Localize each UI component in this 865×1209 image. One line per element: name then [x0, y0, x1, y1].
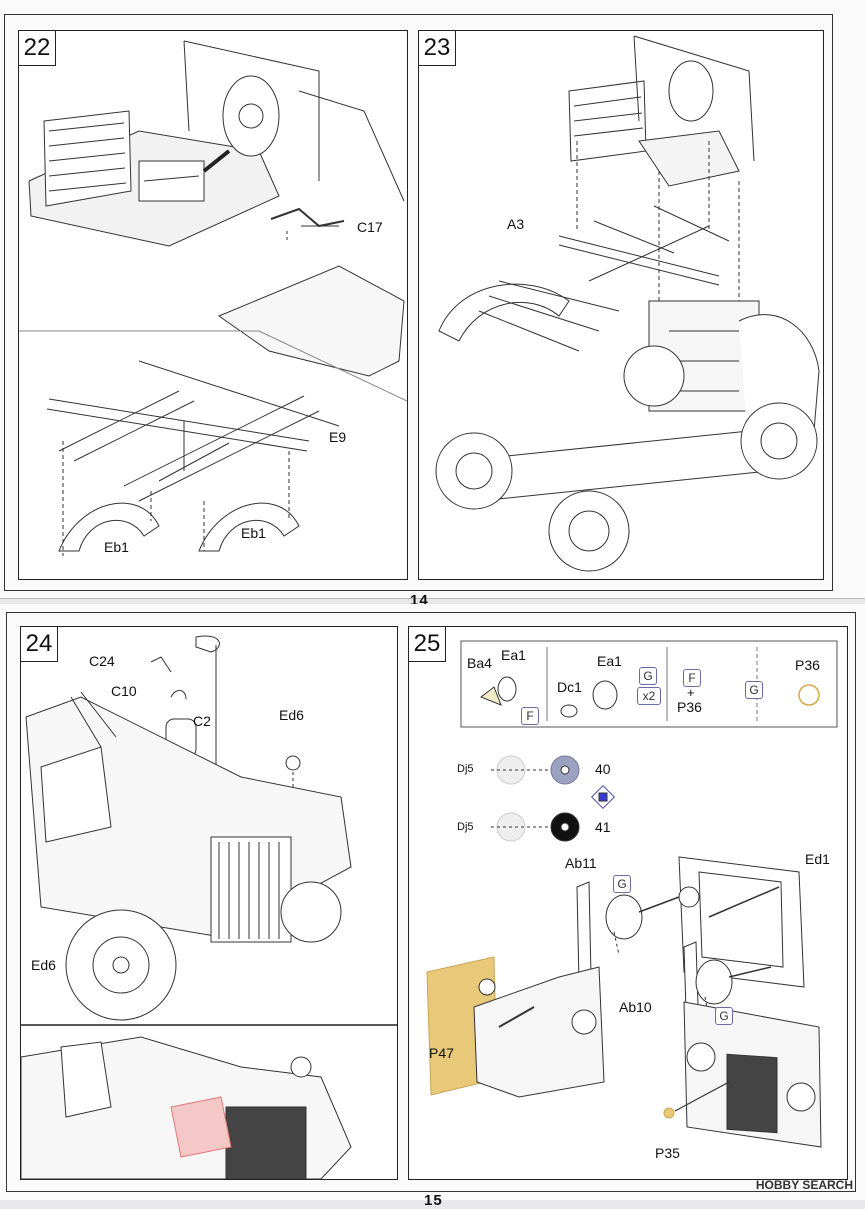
part-label-ed6: Ed6 [31, 957, 56, 973]
step-22-drawing [19, 40, 407, 556]
part-label-ab10: Ab10 [619, 999, 652, 1015]
paint-key-f: F [683, 669, 701, 687]
part-label-dc1: Dc1 [557, 679, 582, 695]
part-label-a3: A3 [507, 216, 525, 232]
color-number-41: 41 [595, 819, 611, 835]
page-top: 22 [0, 0, 865, 609]
plus-sign: + [687, 685, 695, 700]
part-label-p36: P36 [795, 657, 820, 673]
part-label-ed1: Ed1 [805, 851, 830, 867]
part-label-c10: C10 [111, 683, 137, 699]
color-number-40: 40 [595, 761, 611, 777]
paint-key-g: G [745, 681, 763, 699]
page-frame [6, 612, 856, 1192]
watermark: HOBBY SEARCH [755, 1178, 853, 1192]
part-label-c17: C17 [357, 219, 383, 235]
part-label-eb1: Eb1 [104, 539, 129, 555]
page-number: 15 [424, 1192, 443, 1209]
step-24-drawing [21, 635, 397, 1179]
page-frame [4, 14, 833, 591]
part-label-c2: C2 [193, 713, 211, 729]
part-label-c24: C24 [89, 653, 115, 669]
quantity-key-x2: x2 [637, 687, 661, 705]
step-25-drawing [426, 640, 838, 1148]
paint-key-g: G [613, 875, 631, 893]
part-label-eb1: Eb1 [241, 525, 266, 541]
part-label-ea1: Ea1 [597, 653, 622, 669]
part-label-ed6: Ed6 [279, 707, 304, 723]
part-label-ea1: Ea1 [501, 647, 526, 663]
step-23-drawing [435, 35, 820, 572]
paint-key-g: G [639, 667, 657, 685]
step-number: 25 [409, 627, 446, 662]
paint-key-f: F [521, 707, 539, 725]
step-number: 22 [19, 31, 56, 66]
step-number: 23 [419, 31, 456, 66]
part-label-dj5: Dj5 [457, 763, 474, 775]
part-label-p47: P47 [429, 1045, 454, 1061]
page-bottom: 24 [0, 604, 865, 1209]
paint-key-g: G [715, 1007, 733, 1025]
part-label-ba4: Ba4 [467, 655, 492, 671]
part-label-p35: P35 [655, 1145, 680, 1161]
part-label-dj5: Dj5 [457, 821, 474, 833]
step-22-panel: 22 [18, 30, 408, 580]
part-label-ab11: Ab11 [565, 855, 597, 871]
step-24-panel: 24 [20, 626, 398, 1180]
part-label-p36: P36 [677, 699, 702, 715]
step-number: 24 [21, 627, 58, 662]
part-label-e9: E9 [329, 429, 347, 445]
step-25-panel: 25 [408, 626, 848, 1180]
step-23-panel: 23 [418, 30, 824, 580]
